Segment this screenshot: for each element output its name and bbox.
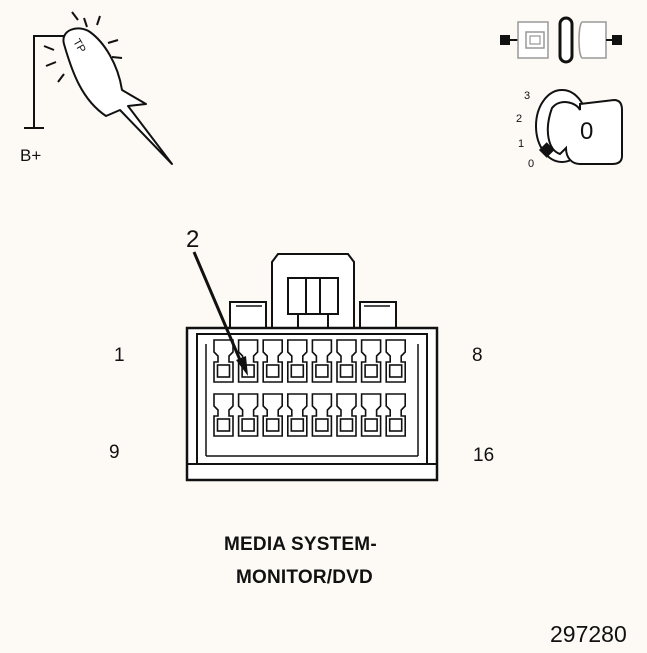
- pin-label-8: 8: [472, 345, 483, 366]
- connector-cavity: [360, 339, 382, 383]
- connector-cavity: [262, 393, 283, 437]
- supply-label: B+: [20, 146, 42, 165]
- pin-label-16: 16: [473, 445, 495, 466]
- connector-cavity: [385, 393, 406, 437]
- connector-cavity: [287, 393, 308, 437]
- connector-cavity: [360, 393, 382, 437]
- connector-cavity: [213, 393, 234, 437]
- ignition-selected-position: 0: [580, 118, 594, 145]
- connector-cavity: [336, 393, 357, 437]
- connector-cavity: [385, 339, 406, 383]
- connector-cavity: [262, 339, 283, 383]
- caption-line-2: MONITOR/DVD: [236, 567, 373, 588]
- connector-cavity: [287, 339, 308, 383]
- figure-number: 297280: [550, 621, 627, 647]
- ignition-position-3: 3: [524, 90, 531, 102]
- callout-pin-2: 2: [186, 226, 200, 253]
- ignition-position-2: 2: [516, 113, 523, 125]
- ignition-position-1: 1: [518, 138, 525, 150]
- ignition-position-0: 0: [528, 158, 535, 170]
- caption-line-1: MEDIA SYSTEM-: [224, 534, 377, 555]
- connector-cavity: [237, 339, 259, 383]
- connector-cavity: [311, 339, 333, 383]
- pin-label-1: 1: [114, 345, 125, 366]
- pin-label-9: 9: [109, 442, 120, 463]
- connector-cavity: [213, 339, 234, 383]
- connector-cavity: [311, 393, 333, 437]
- connector-cavity: [336, 339, 357, 383]
- connector-cavity: [237, 393, 259, 437]
